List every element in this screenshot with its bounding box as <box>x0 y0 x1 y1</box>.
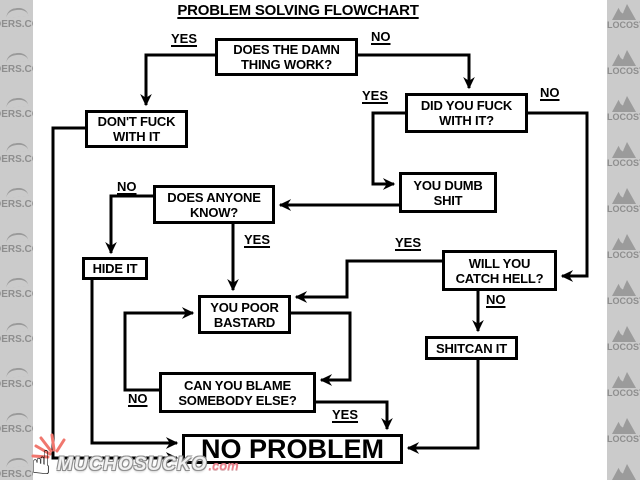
watermark-item-label: DERS.CO <box>0 424 33 435</box>
watermark-item: DERS.CO <box>0 276 33 315</box>
mountain-logo-icon <box>611 326 636 342</box>
watermark-item: DERS.CO <box>0 366 33 405</box>
label-catch-hell-yes: YES <box>395 235 422 250</box>
mountain-logo-icon <box>611 234 636 250</box>
watermark-item-label: LOCOST <box>607 112 640 122</box>
watermark-item: LOCOST <box>607 187 640 230</box>
label-does-anyone-no: NO <box>117 179 137 194</box>
watermark-item-label: LOCOST <box>607 296 640 306</box>
swoosh-icon <box>5 321 29 334</box>
watermark-item-label: LOCOST <box>607 20 640 30</box>
swoosh-icon <box>5 231 29 244</box>
mountain-logo-icon <box>611 372 636 388</box>
label-did-fuck-no: NO <box>540 85 560 100</box>
label-catch-hell-no: NO <box>486 292 506 307</box>
watermark-item-label: LOCOST <box>607 66 640 76</box>
left-watermark-strip: DERS.CO DERS.CO DERS.CO DERS.CO DERS.CO … <box>0 0 33 480</box>
label-does-work-no: NO <box>371 29 391 44</box>
node-will-you-catch-hell: WILL YOU CATCH HELL? <box>442 250 557 291</box>
watermark-item: LOCOST <box>607 463 640 480</box>
watermark-item: DERS.CO <box>0 51 33 90</box>
watermark-item: DERS.CO <box>0 411 33 450</box>
label-does-anyone-yes: YES <box>244 232 271 247</box>
watermark-item: DERS.CO <box>0 96 33 135</box>
watermark-item: LOCOST <box>607 279 640 322</box>
watermark-item: DERS.CO <box>0 6 33 45</box>
watermark-item-label: DERS.CO <box>0 244 33 255</box>
node-dont-fuck-with-it: DON'T FUCK WITH IT <box>85 110 188 148</box>
watermark-item: LOCOST <box>607 95 640 138</box>
watermark-item-label: LOCOST <box>607 434 640 444</box>
watermark-item: LOCOST <box>607 141 640 184</box>
watermark-item: LOCOST <box>607 417 640 460</box>
click-burst-icon <box>31 433 66 459</box>
watermark-item: LOCOST <box>607 325 640 368</box>
label-blame-no: NO <box>128 391 148 406</box>
watermark-item-label: DERS.CO <box>0 199 33 210</box>
mountain-logo-icon <box>611 142 636 158</box>
watermark-item: LOCOST <box>607 371 640 414</box>
watermark-item-label: DERS.CO <box>0 289 33 300</box>
node-can-you-blame-somebody-else: CAN YOU BLAME SOMEBODY ELSE? <box>159 372 316 413</box>
page-title: PROBLEM SOLVING FLOWCHART <box>177 2 419 19</box>
site-watermark-domain: .com <box>208 458 239 473</box>
label-does-work-yes: YES <box>171 31 198 46</box>
mountain-logo-icon <box>611 188 636 204</box>
mountain-logo-icon <box>611 96 636 112</box>
mountain-logo-icon <box>611 464 636 480</box>
swoosh-icon <box>5 186 29 199</box>
watermark-item: DERS.CO <box>0 321 33 360</box>
site-watermark-name: MUCHOSUCKO <box>57 454 208 475</box>
site-watermark: MUCHOSUCKO.com <box>57 454 239 476</box>
watermark-item-label: DERS.CO <box>0 109 33 120</box>
watermark-item-label: LOCOST <box>607 158 640 168</box>
watermark-item: DERS.CO <box>0 186 33 225</box>
node-you-dumb-shit: YOU DUMB SHIT <box>399 172 497 213</box>
watermark-item: LOCOST <box>607 3 640 46</box>
watermark-item: LOCOST <box>607 233 640 276</box>
watermark-item-label: DERS.CO <box>0 469 33 480</box>
watermark-item-label: DERS.CO <box>0 64 33 75</box>
swoosh-icon <box>5 366 29 379</box>
label-did-fuck-yes: YES <box>362 88 389 103</box>
watermark-item-label: LOCOST <box>607 388 640 398</box>
watermark-item-label: DERS.CO <box>0 334 33 345</box>
watermark-item-label: DERS.CO <box>0 379 33 390</box>
mountain-logo-icon <box>611 418 636 434</box>
watermark-item-label: DERS.CO <box>0 19 33 30</box>
node-no-problem: NO PROBLEM <box>182 434 403 464</box>
right-watermark-strip: LOCOST LOCOST LOCOST LOCOST LOCOST LOCOS… <box>607 0 640 480</box>
swoosh-icon <box>5 411 29 424</box>
watermark-item: DERS.CO <box>0 141 33 180</box>
mountain-logo-icon <box>611 4 636 20</box>
watermark-item-label: LOCOST <box>607 250 640 260</box>
label-blame-yes: YES <box>332 407 359 422</box>
node-did-you-fuck-with-it: DID YOU FUCK WITH IT? <box>405 93 528 133</box>
watermark-item: DERS.CO <box>0 456 33 480</box>
watermark-item-label: LOCOST <box>607 204 640 214</box>
node-shitcan-it: SHITCAN IT <box>425 336 518 360</box>
mountain-logo-icon <box>611 50 636 66</box>
swoosh-icon <box>5 276 29 289</box>
swoosh-icon <box>5 51 29 64</box>
node-does-the-damn-thing-work: DOES THE DAMN THING WORK? <box>215 38 358 76</box>
swoosh-icon <box>5 456 29 469</box>
watermark-item: LOCOST <box>607 49 640 92</box>
node-does-anyone-know: DOES ANYONE KNOW? <box>153 185 275 224</box>
watermark-item-label: DERS.CO <box>0 154 33 165</box>
node-you-poor-bastard: YOU POOR BASTARD <box>198 295 291 334</box>
watermark-item: DERS.CO <box>0 231 33 270</box>
swoosh-icon <box>5 96 29 109</box>
mountain-logo-icon <box>611 280 636 296</box>
hand-cursor-icon: ☝ <box>31 443 52 480</box>
swoosh-icon <box>5 141 29 154</box>
watermark-item-label: LOCOST <box>607 342 640 352</box>
swoosh-icon <box>5 6 29 19</box>
node-hide-it: HIDE IT <box>82 257 148 280</box>
